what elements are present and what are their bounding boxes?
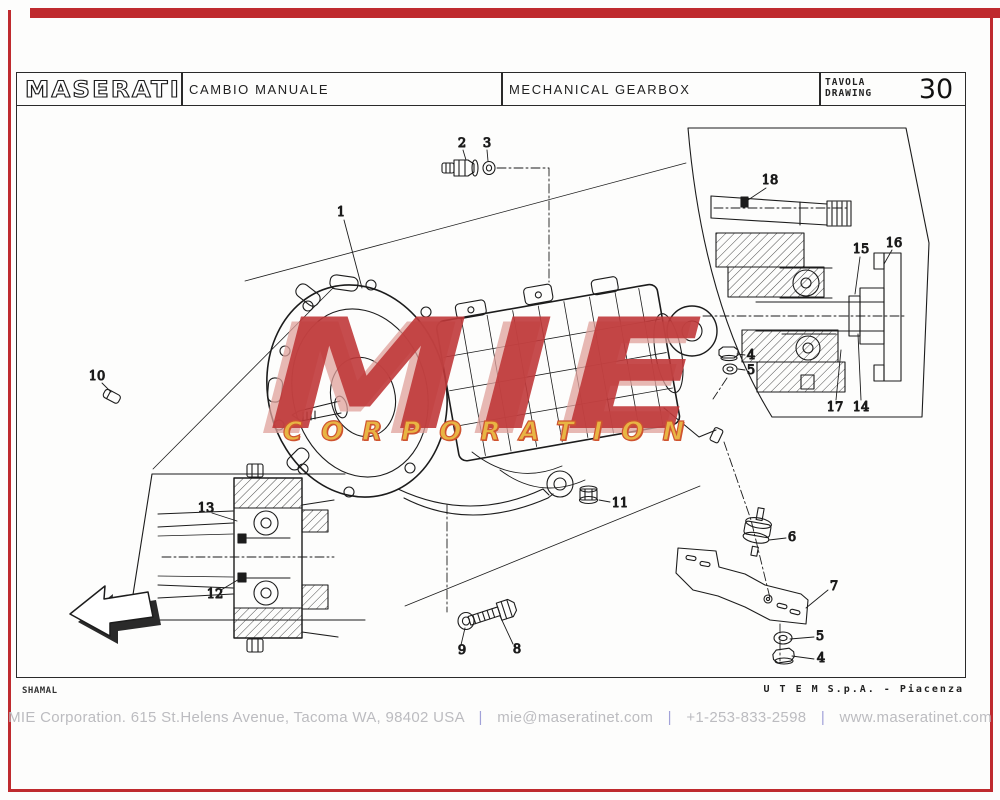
red-frame-bottom	[8, 789, 993, 792]
header-strip: MASERATI CAMBIO MANUALE MECHANICAL GEARB…	[16, 72, 966, 106]
watermark-corporation: CORPORATION	[282, 417, 704, 447]
drawing-number: 30	[918, 74, 954, 105]
maserati-logo: MASERATI	[23, 76, 185, 107]
footer-company: MIE Corporation.	[8, 709, 127, 726]
model-label: SHAMAL	[22, 686, 58, 696]
drawing-word: DRAWING	[825, 88, 873, 99]
watermark-mie: MIE	[268, 287, 714, 465]
tavola-word: TAVOLA	[825, 77, 866, 88]
title-english: MECHANICAL GEARBOX	[509, 81, 691, 97]
title-italian: CAMBIO MANUALE	[189, 81, 330, 97]
footer-contact-line: MIE Corporation. 615 St.Helens Avenue, T…	[0, 709, 1000, 726]
footer-phone: +1-253-833-2598	[686, 709, 807, 726]
footer-email: mie@maseratinet.com	[497, 709, 654, 726]
red-frame-top	[30, 8, 1000, 18]
footer-separator: |	[820, 709, 826, 726]
footer-separator: |	[667, 709, 672, 726]
footer-website: www.maseratinet.com	[839, 709, 992, 726]
drawing-plate-border	[16, 105, 966, 678]
header-divider-1	[181, 73, 183, 105]
tavola-label: TAVOLA DRAWING	[825, 77, 872, 99]
footer-address: 615 St.Helens Avenue, Tacoma WA, 98402 U…	[130, 709, 465, 726]
header-divider-2	[501, 73, 503, 105]
header-divider-3	[819, 73, 821, 105]
maserati-logo-text: MASERATI	[25, 78, 181, 102]
red-frame-right	[990, 10, 993, 792]
red-frame-left	[8, 10, 11, 792]
drawing-credit: U T E M S.p.A. - Piacenza	[763, 684, 964, 695]
footer-separator: |	[478, 709, 483, 726]
